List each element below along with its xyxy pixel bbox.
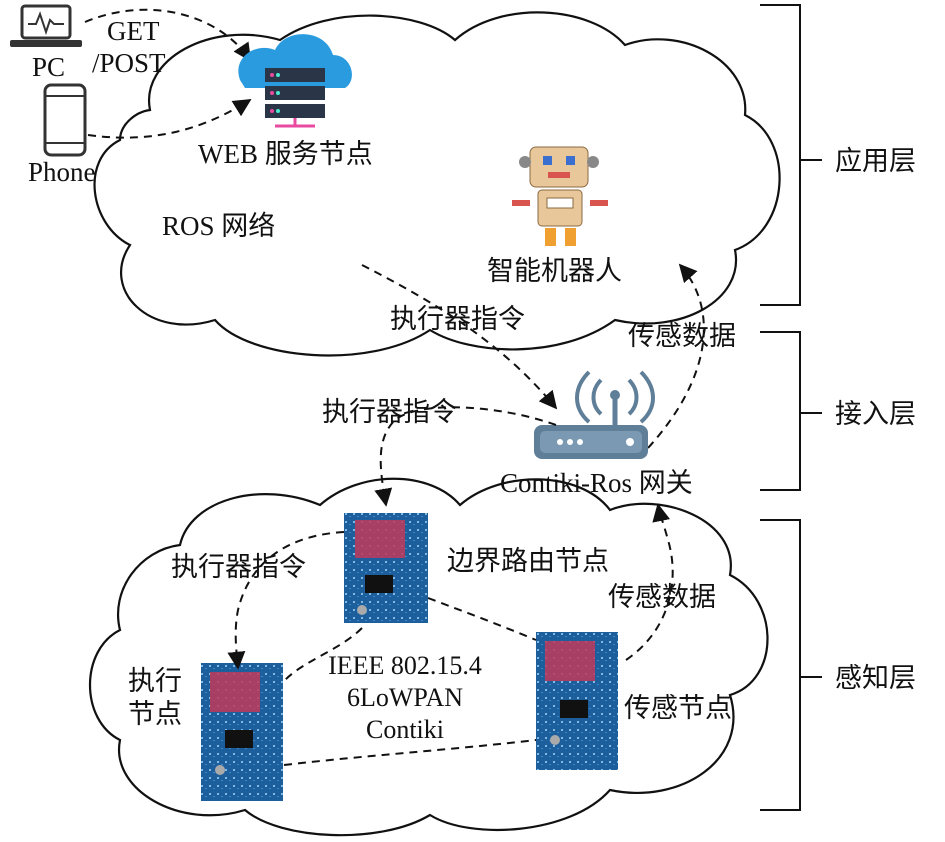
layer-label-access: 接入层 xyxy=(835,399,916,429)
actuator-node-board-icon xyxy=(201,663,283,801)
link-border-to-actuator xyxy=(284,627,363,681)
arrow-ros-to-gateway xyxy=(361,264,558,410)
protocol-label-3: Contiki xyxy=(366,715,444,744)
actuator-node-label-1: 执行 xyxy=(128,666,182,696)
brace-access-layer xyxy=(760,331,822,491)
layer-label-application: 应用层 xyxy=(835,146,916,176)
phone-icon xyxy=(43,83,87,157)
border-router-label: 边界路由节点 xyxy=(447,546,609,576)
brace-application-layer xyxy=(760,4,822,306)
protocol-label-1: IEEE 802.15.4 xyxy=(328,651,482,680)
robot-label: 智能机器人 xyxy=(487,256,622,286)
router-icon xyxy=(534,370,655,459)
arrow-gateway-to-robot xyxy=(647,263,705,449)
link-actuator-to-sensor xyxy=(283,739,537,766)
robot-icon xyxy=(512,146,608,246)
edge-actuator-cmd-1: 执行器指令 xyxy=(390,304,525,334)
cloud-server-icon xyxy=(238,34,352,128)
edge-sensor-data-1: 传感数据 xyxy=(628,321,736,351)
gateway-label: Contiki-Ros 网关 xyxy=(500,468,693,498)
sensor-node-board-icon xyxy=(536,632,618,770)
web-node-label: WEB 服务节点 xyxy=(198,139,373,169)
request-method-label-1: GET xyxy=(107,16,160,46)
protocol-label-2: 6LoWPAN xyxy=(347,683,463,712)
edge-actuator-cmd-3: 执行器指令 xyxy=(171,552,306,582)
link-border-to-sensor xyxy=(427,597,537,641)
arrow-sensor-to-gateway xyxy=(625,503,674,661)
edge-actuator-cmd-2: 执行器指令 xyxy=(322,397,457,427)
border-router-board-icon xyxy=(344,513,428,623)
pc-label: PC xyxy=(32,52,65,82)
brace-perception-layer xyxy=(760,519,822,811)
actuator-node-label-2: 节点 xyxy=(128,699,182,729)
edge-sensor-data-2: 传感数据 xyxy=(608,582,716,612)
layer-label-perception: 感知层 xyxy=(835,663,916,693)
request-method-label-2: /POST xyxy=(92,48,166,78)
laptop-icon xyxy=(10,4,82,47)
sensor-node-label: 传感节点 xyxy=(624,693,732,723)
phone-label: Phone xyxy=(28,157,96,187)
arrow-gateway-to-border-router xyxy=(374,406,557,507)
ros-network-label: ROS 网络 xyxy=(162,211,275,241)
